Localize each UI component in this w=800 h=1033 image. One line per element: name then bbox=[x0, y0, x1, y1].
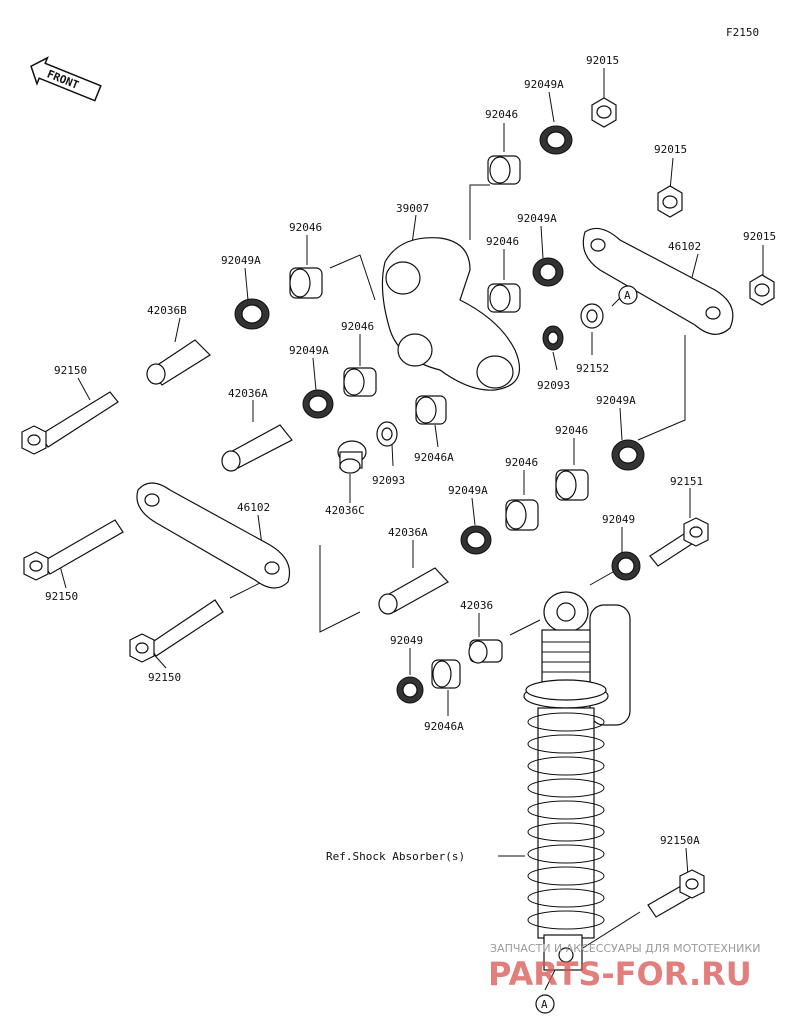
part-label: 92152 bbox=[576, 362, 609, 375]
bearing-92046-left bbox=[289, 267, 323, 299]
part-label: 42036B bbox=[147, 304, 187, 317]
front-arrow-icon: FRONT bbox=[30, 56, 102, 102]
bearing-92046A-center bbox=[415, 395, 447, 425]
ref-marker-top: A bbox=[618, 285, 638, 305]
part-label: 92093 bbox=[372, 474, 405, 487]
bolt-92150-mid bbox=[23, 519, 124, 581]
part-label: 42036C bbox=[325, 504, 365, 517]
bolt-92150-low bbox=[129, 599, 224, 663]
nut-92015-right bbox=[749, 274, 775, 306]
part-label: 92150 bbox=[45, 590, 78, 603]
part-label: 92049A bbox=[289, 344, 329, 357]
seal-92049A-left bbox=[234, 298, 270, 330]
bolt-92150-top bbox=[21, 391, 119, 455]
part-label: 92049A bbox=[596, 394, 636, 407]
collar-42036 bbox=[468, 639, 503, 664]
seal-92049A-low-right bbox=[611, 439, 645, 471]
part-label: 39007 bbox=[396, 202, 429, 215]
seal-92049-left bbox=[396, 676, 424, 704]
seal-92093-center bbox=[376, 421, 398, 447]
bearing-92046-right bbox=[487, 283, 521, 313]
part-label: 92046A bbox=[424, 720, 464, 733]
bearing-92046-low-right bbox=[555, 469, 589, 501]
ref-shock-absorber-label: Ref.Shock Absorber(s) bbox=[326, 850, 465, 863]
collar-42036A-top bbox=[221, 424, 293, 472]
link-46102-left bbox=[136, 482, 291, 589]
seal-92049A-low bbox=[460, 525, 492, 555]
part-label: 92046 bbox=[485, 108, 518, 121]
nut-92015-top bbox=[591, 97, 617, 128]
ref-marker-bottom-label: A bbox=[541, 998, 548, 1011]
collar-42036B bbox=[146, 339, 211, 386]
part-label: 92046 bbox=[555, 424, 588, 437]
part-labels: 92015 92049A 92046 92015 39007 92049A 92… bbox=[45, 54, 776, 847]
link-46102-top bbox=[582, 227, 734, 335]
part-label: 92015 bbox=[743, 230, 776, 243]
part-label: 92049A bbox=[448, 484, 488, 497]
seal-92049A-top bbox=[539, 125, 573, 155]
bearing-92046-top bbox=[487, 155, 521, 185]
part-label: 92046A bbox=[414, 451, 454, 464]
seal-92049A-center bbox=[302, 389, 334, 419]
shock-absorber bbox=[523, 591, 631, 971]
part-label: 42036 bbox=[460, 599, 493, 612]
part-label: 92049A bbox=[517, 212, 557, 225]
part-label: 46102 bbox=[668, 240, 701, 253]
part-label: 92093 bbox=[537, 379, 570, 392]
part-label: 92015 bbox=[654, 143, 687, 156]
ref-marker-bottom: A bbox=[535, 994, 555, 1014]
bolt-92150A bbox=[647, 869, 705, 918]
part-label: 42036A bbox=[388, 526, 428, 539]
part-label: 92049A bbox=[221, 254, 261, 267]
bolt-92151 bbox=[649, 517, 709, 567]
part-label: 92150 bbox=[148, 671, 181, 684]
part-label: 92150A bbox=[660, 834, 700, 847]
seal-92049A-right bbox=[532, 257, 564, 287]
part-label: 92049A bbox=[524, 78, 564, 91]
watermark-line1: ЗАПЧАСТИ И АКСЕССУАРЫ ДЛЯ МОТОТЕХНИКИ bbox=[490, 942, 760, 955]
part-label: 42036A bbox=[228, 387, 268, 400]
washer-92152 bbox=[580, 303, 604, 329]
diagram-code: F2150 bbox=[726, 26, 759, 39]
collar-42036C bbox=[337, 440, 367, 474]
bearing-92046A-low bbox=[431, 659, 461, 689]
part-label: 92046 bbox=[341, 320, 374, 333]
ref-marker-top-label: A bbox=[624, 289, 631, 302]
bearing-92046-center bbox=[343, 367, 377, 397]
nut-92015-mid bbox=[657, 185, 683, 218]
part-label: 46102 bbox=[237, 501, 270, 514]
part-label: 92015 bbox=[586, 54, 619, 67]
part-label: 92046 bbox=[505, 456, 538, 469]
collar-42036A-low bbox=[378, 567, 449, 615]
watermark-line2: PARTS-FOR.RU bbox=[488, 955, 752, 993]
part-label: 92049 bbox=[390, 634, 423, 647]
bearing-92046-low bbox=[505, 499, 539, 531]
seal-92093-right bbox=[542, 325, 564, 351]
rocker-arm-39007 bbox=[381, 237, 520, 391]
part-label: 92046 bbox=[289, 221, 322, 234]
seal-92049-right bbox=[611, 551, 641, 581]
part-label: 92150 bbox=[54, 364, 87, 377]
part-label: 92046 bbox=[486, 235, 519, 248]
part-label: 92049 bbox=[602, 513, 635, 526]
part-label: 92151 bbox=[670, 475, 703, 488]
